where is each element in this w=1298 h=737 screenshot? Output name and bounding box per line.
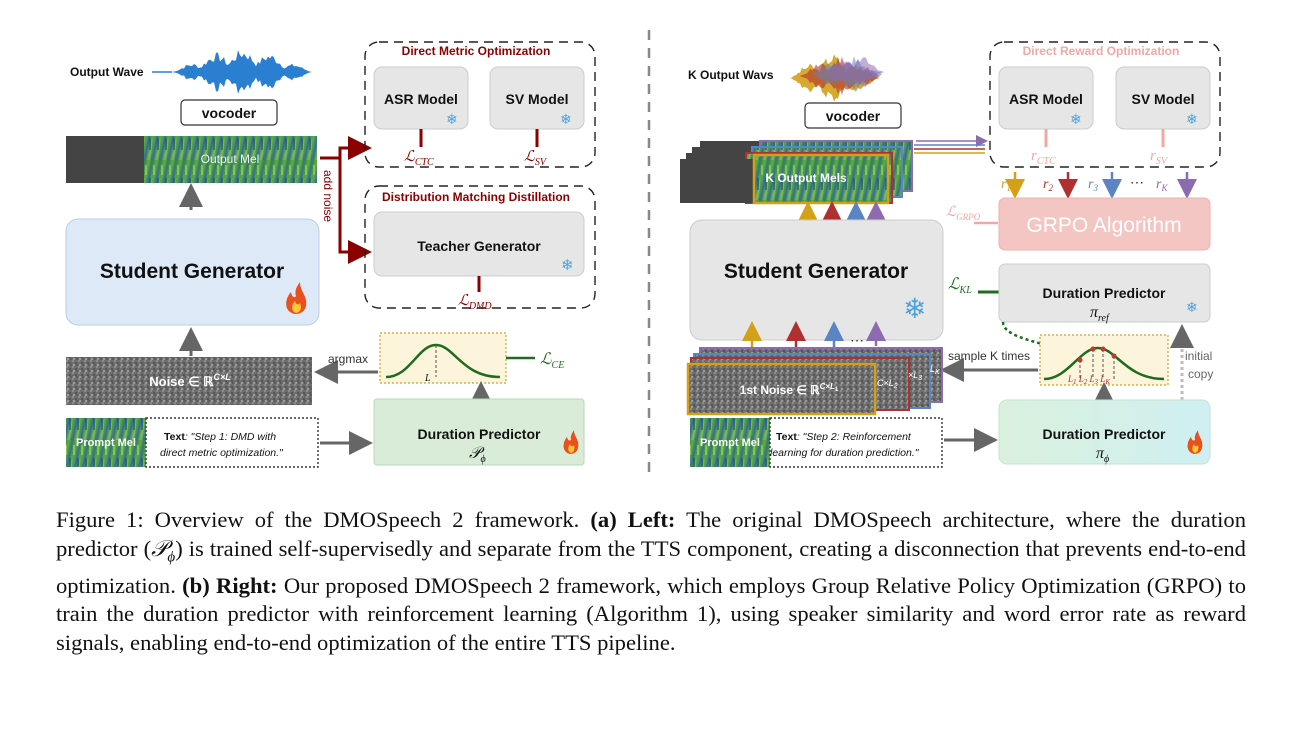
- vocoder-label: vocoder: [202, 105, 257, 121]
- fire-icon: [563, 430, 579, 454]
- noise-2-label: C×L2: [877, 378, 898, 390]
- duration-predictor-label: Duration Predictor: [418, 426, 541, 442]
- loss-kl: ℒKL: [948, 276, 972, 296]
- loss-dmd: ℒDMD: [458, 293, 492, 312]
- student-generator-box-right: [689, 219, 944, 341]
- text-prompt-line1: Text: "Step 1: DMD with: [164, 431, 276, 443]
- caption-b-text: Our proposed DMOSpeech 2 framework, whic…: [56, 572, 1246, 655]
- output-mel-label: Output Mel: [201, 152, 260, 166]
- loss-ctc: ℒCTC: [404, 149, 434, 168]
- student-generator-label-right: Student Generator: [724, 260, 908, 283]
- caption-a-label: (a) Left:: [590, 507, 676, 532]
- student-generator-box: [65, 218, 320, 326]
- sv-model-label: SV Model: [505, 91, 568, 107]
- text-prompt-line1-right: Text: "Step 2: Reinforcement: [776, 431, 912, 443]
- k-output-mels-label: K Output Mels: [765, 171, 847, 185]
- argmax-label: argmax: [328, 352, 368, 366]
- noise-block: [66, 357, 312, 405]
- snowflake-icon: ❄: [1186, 299, 1198, 315]
- snowflake-icon: ❄: [1186, 111, 1198, 127]
- student-generator-label: Student Generator: [100, 260, 284, 283]
- fire-icon: [1187, 430, 1203, 454]
- text-prompt-box-right: [769, 417, 943, 468]
- reward-r3: r3: [1088, 177, 1098, 193]
- prompt-mel-label: Prompt Mel: [76, 437, 136, 449]
- duration-predictor-ref-label: Duration Predictor: [1043, 285, 1166, 301]
- l-mark: L: [424, 373, 431, 384]
- r-sv: rSV: [1150, 148, 1169, 167]
- reward-arrows: [1005, 172, 1197, 199]
- reward-rk: rK: [1156, 177, 1168, 193]
- snowflake-icon: ❄: [446, 111, 458, 127]
- sv-model-label-right: SV Model: [1131, 91, 1194, 107]
- dmo-group: [364, 41, 596, 168]
- loss-sv: ℒSV: [524, 149, 548, 168]
- reward-r1: r1: [1001, 177, 1011, 193]
- vocoder-box: [180, 99, 278, 126]
- snowflake-icon: ❄: [561, 257, 574, 274]
- pi-phi-symbol: πϕ: [1096, 445, 1109, 465]
- k-output-wavs-label: K Output Wavs: [688, 68, 774, 82]
- caption-a-symbol: 𝒫: [151, 535, 168, 561]
- snowflake-icon: ❄: [560, 111, 572, 127]
- snowflake-icon: ❄: [1070, 111, 1082, 127]
- caption-a-symbol-sub: ϕ: [167, 549, 176, 566]
- dmo-title: Direct Metric Optimization: [402, 44, 551, 58]
- prompt-mel: [66, 418, 146, 467]
- prompt-mel-right: [690, 418, 770, 467]
- k-output-mels-stack: [680, 140, 913, 205]
- noise-k-label: LK: [930, 364, 940, 376]
- loss-grpo: ℒGRPO: [946, 205, 981, 222]
- dmd-title: Distribution Matching Distillation: [382, 190, 570, 204]
- duration-predictor-box-right: [998, 399, 1211, 465]
- initial-copy-line2: copy: [1188, 367, 1213, 381]
- generator-to-mels-arrows: [798, 201, 886, 221]
- k-noise-stack: [686, 347, 943, 416]
- text-prompt-line2-right: learning for duration prediction.": [770, 447, 920, 459]
- r-ctc: rCTC: [1031, 148, 1056, 167]
- text-prompt-line2: direct metric optimization.": [160, 447, 284, 459]
- fire-icon: [286, 282, 307, 314]
- duration-predictor-label-right: Duration Predictor: [1043, 426, 1166, 442]
- text-prompt-box: [145, 417, 319, 468]
- output-mel-spectrogram: [144, 136, 317, 183]
- vocoder-box-right: [804, 102, 902, 129]
- figure-diagram: Output Wave vocoder Output Mel Student G…: [65, 30, 1221, 478]
- asr-model-label-right: ASR Model: [1009, 91, 1083, 107]
- add-noise-label: add noise: [321, 170, 335, 222]
- caption-prefix: Figure 1: Overview of the DMOSpeech 2 fr…: [56, 507, 591, 532]
- teacher-generator-label: Teacher Generator: [417, 238, 541, 254]
- grpo-algorithm-label: GRPO Algorithm: [1026, 214, 1181, 237]
- dro-title: Direct Reward Optimization: [1023, 44, 1180, 58]
- prompt-mel-label-right: Prompt Mel: [700, 437, 760, 449]
- noise-label: Noise ∈ ℝC×L: [149, 372, 231, 389]
- figure-caption: Figure 1: Overview of the DMOSpeech 2 fr…: [56, 506, 1246, 657]
- mels-to-rewards-arrows: [914, 135, 988, 154]
- mel-padding-block: [66, 136, 144, 183]
- caption-b-label: (b) Right:: [182, 572, 278, 598]
- noise-1st-label: 1st Noise ∈ ℝC×L1: [740, 382, 839, 397]
- noise-3-label: ×L3: [908, 370, 922, 382]
- dmd-group: [364, 185, 596, 309]
- caption-a-text-1: The original DMOSpeech architecture, whe…: [56, 507, 1246, 561]
- caption-a-text-2: ) is trained self-supervisedly and separ…: [56, 535, 1246, 598]
- duration-predictor-box: [373, 398, 585, 466]
- pi-ref-symbol: πref: [1090, 304, 1110, 324]
- generator-dots: ⋯: [850, 332, 864, 348]
- snowflake-icon: ❄: [903, 293, 926, 324]
- sample-k-times-label: sample K times: [948, 349, 1030, 363]
- loss-ce: ℒCE: [540, 351, 564, 371]
- grpo-algorithm-box: [998, 197, 1211, 251]
- multi-waveform-icon: [790, 54, 884, 102]
- dro-group: [989, 41, 1221, 168]
- reward-dots: ⋯: [1130, 174, 1144, 190]
- reward-r2: r2: [1043, 177, 1053, 193]
- duration-predictor-ref-box: [998, 263, 1211, 323]
- output-wave-label: Output Wave: [70, 65, 144, 79]
- vocoder-label-right: vocoder: [826, 108, 881, 124]
- waveform-icon: [172, 50, 312, 94]
- initial-copy-line1: initial: [1185, 349, 1212, 363]
- asr-model-label: ASR Model: [384, 91, 458, 107]
